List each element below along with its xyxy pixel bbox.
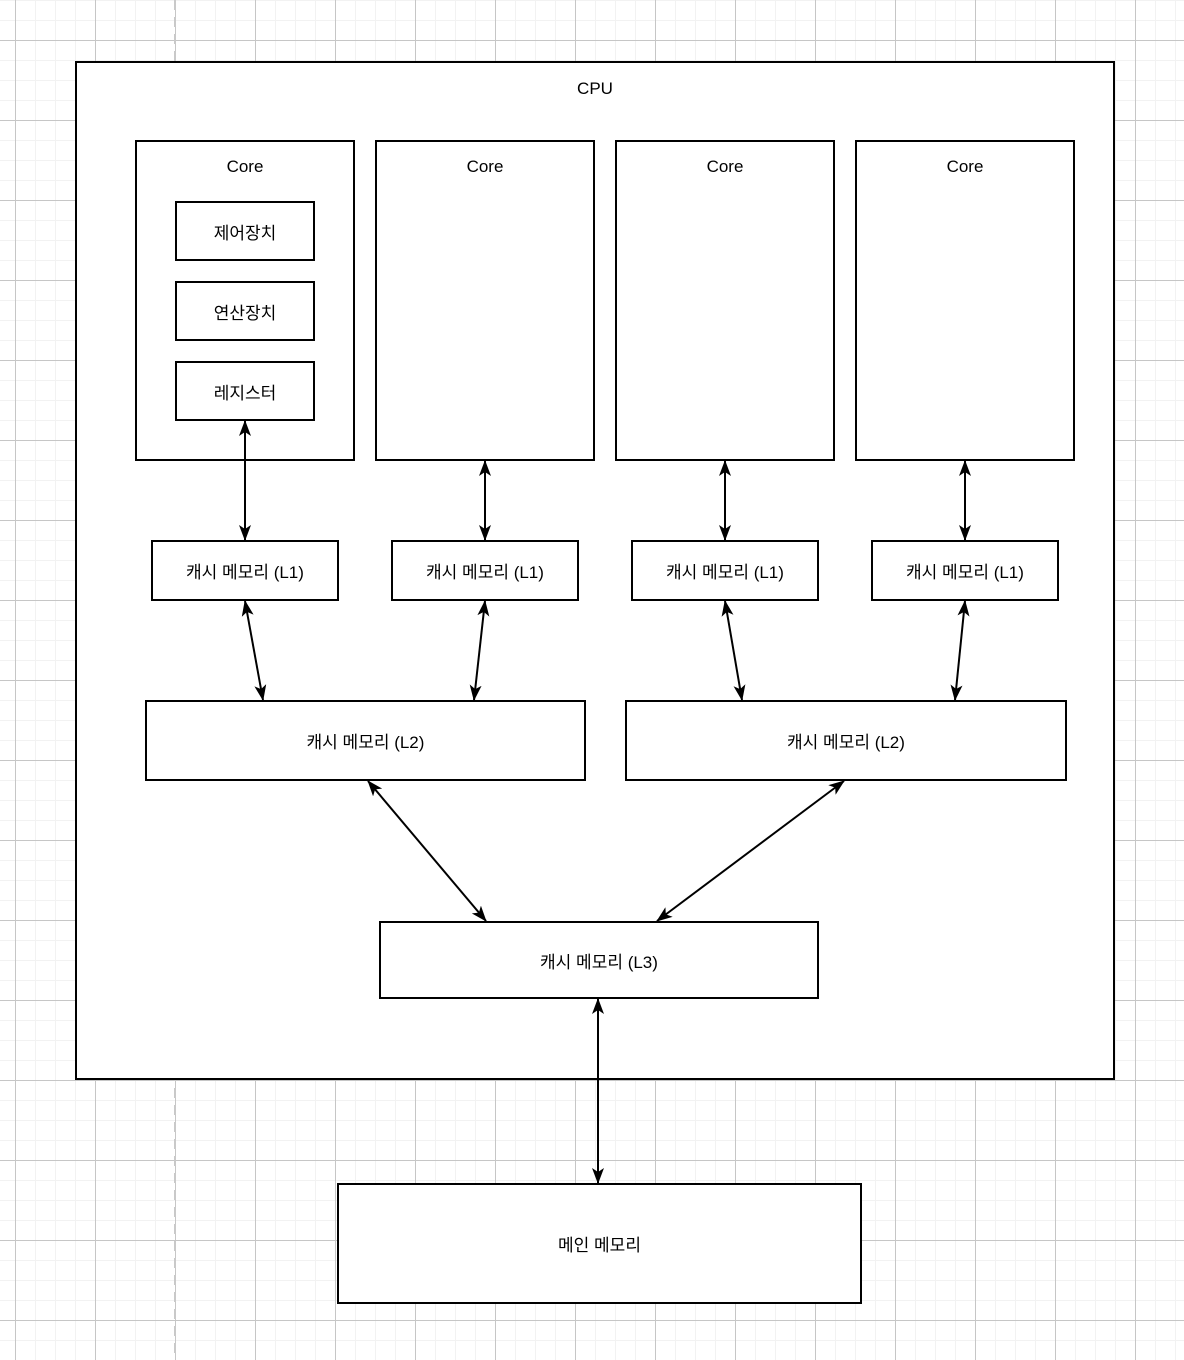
control-unit-box[interactable]: 제어장치	[175, 201, 315, 261]
control-unit-label: 제어장치	[213, 223, 277, 243]
register-box[interactable]: 레지스터	[175, 361, 315, 421]
alu-box[interactable]: 연산장치	[175, 281, 315, 341]
l3-cache-label: 캐시 메모리 (L3)	[540, 952, 658, 972]
core-box-1[interactable]: Core 제어장치 연산장치 레지스터	[135, 140, 355, 461]
l2-cache-box-2[interactable]: 캐시 메모리 (L2)	[625, 700, 1067, 781]
l1-cache-2-label: 캐시 메모리 (L1)	[426, 563, 544, 582]
l2-cache-2-label: 캐시 메모리 (L2)	[787, 733, 905, 752]
main-memory-label: 메인 메모리	[558, 1236, 641, 1255]
l1-cache-box-1[interactable]: 캐시 메모리 (L1)	[151, 540, 339, 601]
core-4-label: Core	[946, 157, 984, 176]
l1-cache-box-3[interactable]: 캐시 메모리 (L1)	[631, 540, 819, 601]
main-memory-box[interactable]: 메인 메모리	[337, 1183, 862, 1304]
core-box-3[interactable]: Core	[615, 140, 835, 461]
l1-cache-box-2[interactable]: 캐시 메모리 (L1)	[391, 540, 579, 601]
l1-cache-box-4[interactable]: 캐시 메모리 (L1)	[871, 540, 1059, 601]
core-box-4[interactable]: Core	[855, 140, 1075, 461]
l2-cache-1-label: 캐시 메모리 (L2)	[306, 733, 425, 752]
alu-label: 연산장치	[213, 303, 277, 323]
core-3-label: Core	[706, 157, 744, 176]
l3-cache-box[interactable]: 캐시 메모리 (L3)	[379, 921, 819, 999]
core-box-2[interactable]: Core	[375, 140, 595, 461]
l1-cache-4-label: 캐시 메모리 (L1)	[906, 563, 1024, 582]
cpu-label: CPU	[577, 79, 613, 98]
l1-cache-3-label: 캐시 메모리 (L1)	[666, 563, 784, 582]
core-2-label: Core	[466, 157, 504, 176]
core-1-label: Core	[226, 157, 264, 176]
l2-cache-box-1[interactable]: 캐시 메모리 (L2)	[145, 700, 586, 781]
l1-cache-1-label: 캐시 메모리 (L1)	[186, 563, 304, 582]
register-label: 레지스터	[213, 383, 277, 403]
